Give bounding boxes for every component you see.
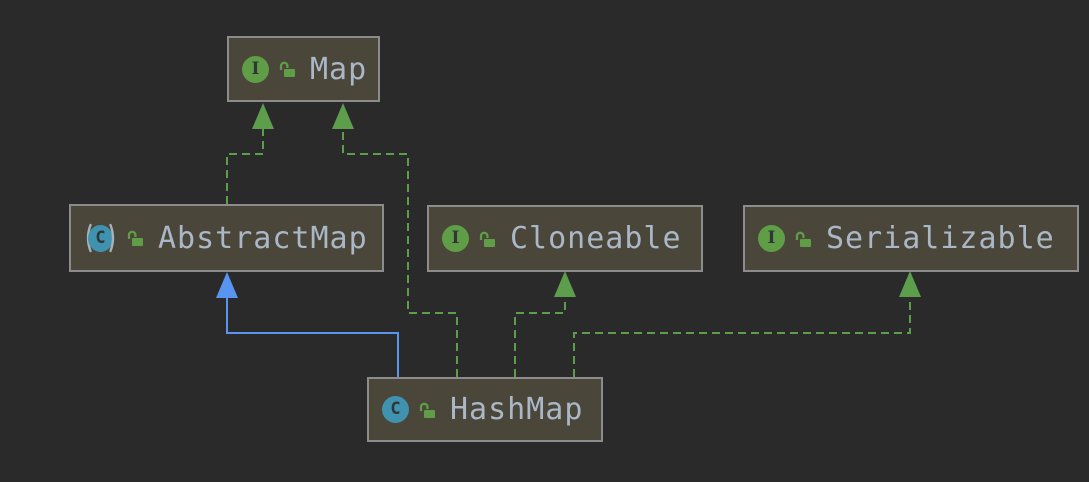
interface-icon: I — [758, 225, 785, 252]
public-open-lock-icon — [278, 60, 296, 78]
public-open-lock-icon — [126, 229, 144, 247]
edge-abstractmap-implements-map-arrowhead — [252, 103, 274, 129]
edge-hashmap-implements-cloneable[interactable] — [514, 297, 566, 377]
edge-abstractmap-implements-map[interactable] — [226, 128, 264, 204]
class-name-label: Map — [310, 51, 368, 87]
class-node-cloneable[interactable]: I Cloneable — [427, 205, 703, 272]
class-name-label: HashMap — [450, 392, 584, 427]
class-icon: C — [382, 396, 409, 423]
interface-icon: I — [242, 55, 269, 83]
edge-hashmap-implements-map-arrowhead — [332, 103, 354, 129]
public-open-lock-icon — [478, 230, 496, 248]
edge-hashmap-implements-serializable-arrowhead — [899, 271, 921, 297]
edge-hashmap-extends-abstractmap-arrowhead — [216, 272, 238, 298]
class-node-serializable[interactable]: I Serializable — [743, 205, 1079, 272]
edge-hashmap-implements-serializable[interactable] — [573, 297, 911, 377]
abstract-class-icon: C — [84, 223, 117, 253]
class-node-hashmap[interactable]: C HashMap — [367, 377, 603, 442]
public-open-lock-icon — [794, 230, 812, 248]
edge-hashmap-extends-abstractmap[interactable] — [226, 297, 399, 377]
class-node-abstractmap[interactable]: C AbstractMap — [69, 204, 384, 272]
edge-hashmap-implements-map[interactable] — [342, 129, 458, 377]
class-node-map[interactable]: I Map — [227, 36, 380, 102]
class-name-label: AbstractMap — [158, 220, 368, 256]
class-name-label: Serializable — [826, 221, 1055, 256]
edge-hashmap-implements-cloneable-arrowhead — [554, 271, 576, 297]
class-name-label: Cloneable — [510, 221, 682, 256]
interface-icon: I — [442, 225, 469, 252]
public-open-lock-icon — [418, 401, 436, 419]
